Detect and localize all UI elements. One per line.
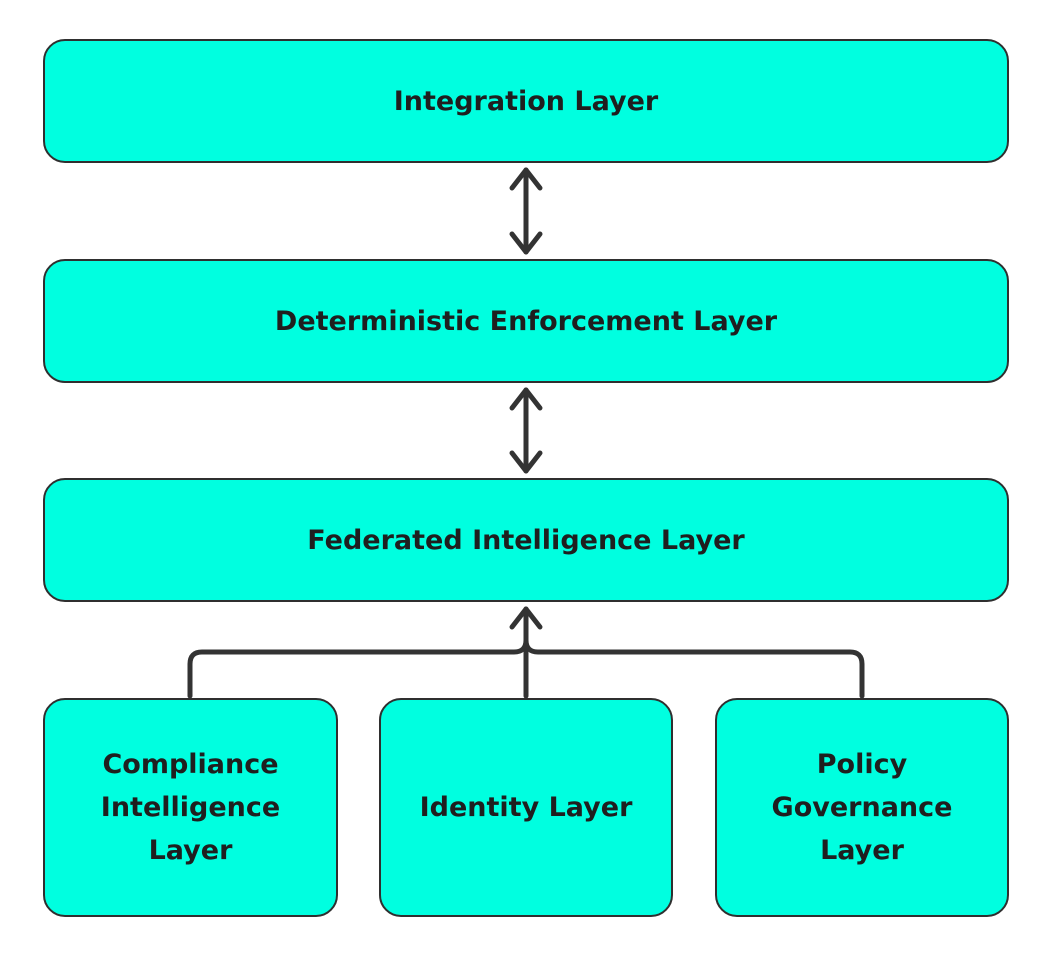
integration-layer-box: Integration Layer: [43, 39, 1009, 163]
enforcement-layer-label: Deterministic Enforcement Layer: [274, 305, 778, 337]
enforcement-layer-box: Deterministic Enforcement Layer: [43, 259, 1009, 383]
federated-layer-label: Federated Intelligence Layer: [307, 524, 745, 556]
policy-layer-box: Policy Governance Layer: [715, 698, 1009, 917]
federated-layer-box: Federated Intelligence Layer: [43, 478, 1009, 602]
policy-layer-label: Policy Governance Layer: [771, 749, 953, 866]
identity-layer-box: Identity Layer: [379, 698, 673, 917]
integration-layer-label: Integration Layer: [393, 85, 659, 117]
compliance-layer-box: Compliance Intelligence Layer: [43, 698, 338, 917]
identity-layer-label: Identity Layer: [419, 792, 633, 823]
bidirectional-arrow-integration-enforcement: [509, 167, 543, 255]
converging-arrow-to-federated: [187, 606, 865, 699]
compliance-layer-label: Compliance Intelligence Layer: [100, 749, 281, 866]
bidirectional-arrow-enforcement-federated: [509, 387, 543, 474]
